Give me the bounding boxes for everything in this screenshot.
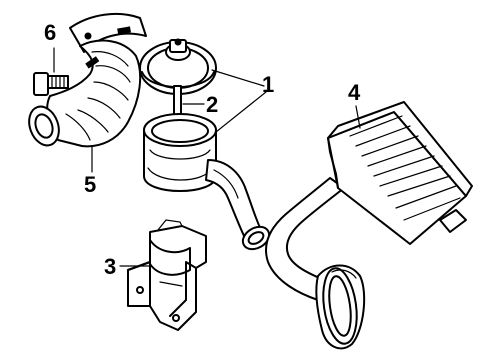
callout-4: 4: [348, 80, 361, 105]
leader-line-1b: [215, 91, 267, 133]
bracket-part: [127, 219, 207, 331]
callout-3: 3: [104, 254, 117, 279]
leader-line-4: [355, 105, 361, 129]
air-cleaner-body-part: [143, 113, 271, 251]
resonator-duct-part: [265, 101, 473, 350]
callout-5: 5: [84, 172, 97, 197]
leader-line-1a: [211, 69, 265, 87]
bolt-part: [33, 72, 69, 96]
callout-6: 6: [44, 20, 57, 45]
intake-hose-part: [28, 12, 147, 148]
air-cleaner-lid-part: [139, 38, 217, 95]
callout-2: 2: [206, 92, 219, 117]
callout-1: 1: [262, 72, 275, 97]
